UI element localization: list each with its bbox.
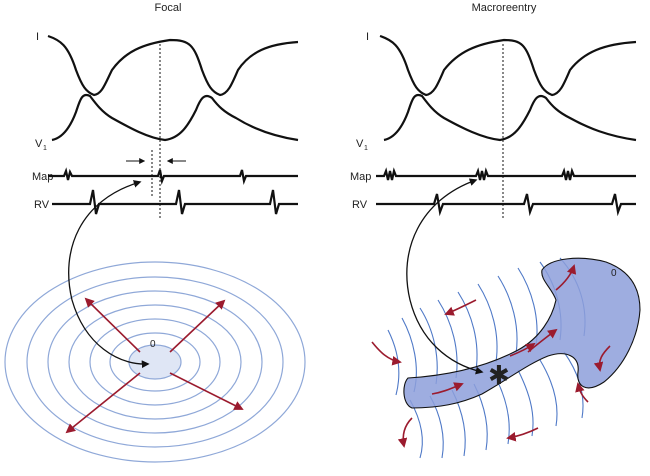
focal-map-trace (48, 167, 298, 185)
focal-rv-trace (52, 189, 298, 215)
macro-v1-trace (383, 93, 637, 142)
focal-v1-trace (51, 93, 299, 142)
macro-mapping-arrow-icon (406, 178, 484, 375)
svg-text:1: 1 (43, 145, 47, 152)
focal-rv-label: RV (34, 199, 50, 211)
svg-text:V: V (356, 138, 364, 150)
macro-origin-label: 0 (611, 268, 617, 279)
macro-lead-i-label: I (366, 31, 369, 43)
focal-title: Focal (155, 2, 182, 14)
focal-map-label: Map (32, 171, 53, 183)
focal-lead-i-label: I (36, 31, 39, 43)
focal-lead-v1-label: V 1 (35, 138, 47, 152)
entrainment-site-marker: ✱ (488, 361, 510, 391)
macro-map-trace (376, 167, 636, 181)
macro-rv-trace (376, 193, 636, 217)
focal-spread-arrows (65, 297, 244, 434)
macro-map-label: Map (350, 171, 371, 183)
macro-lead-v1-label: V 1 (356, 138, 368, 152)
macro-title: Macroreentry (472, 2, 537, 14)
focal-origin-label: 0 (150, 339, 156, 350)
focal-isochrones (4, 261, 306, 463)
macro-rv-label: RV (352, 199, 368, 211)
focal-lead-i-trace (47, 34, 299, 97)
reentry-circuit-icon (403, 257, 641, 409)
focal-panel: Focal I V 1 Map RV 0 (4, 2, 306, 463)
macro-panel: Macroreentry I V 1 Map RV (350, 2, 641, 459)
svg-text:1: 1 (364, 145, 368, 152)
svg-text:V: V (35, 138, 43, 150)
focal-mapping-arrow-icon (68, 180, 150, 369)
macro-lead-i-trace (379, 34, 637, 97)
